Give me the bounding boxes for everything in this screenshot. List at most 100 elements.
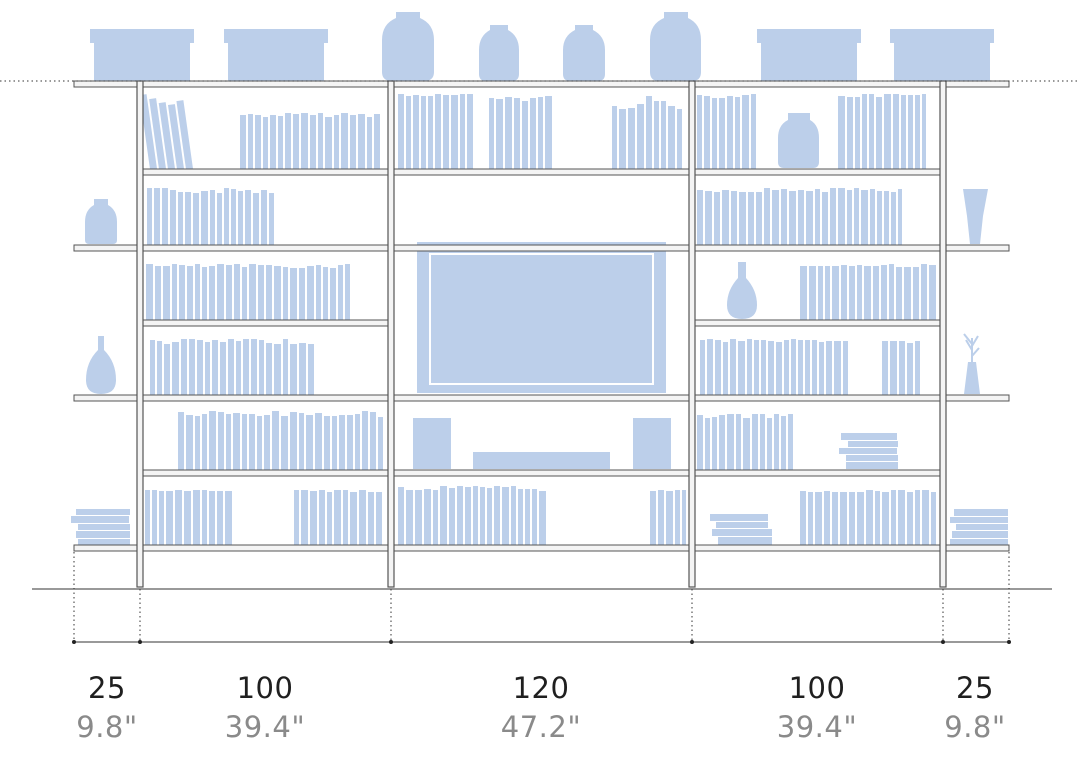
book-icon xyxy=(195,416,200,470)
book-icon xyxy=(480,487,485,545)
books xyxy=(139,94,936,545)
book-icon xyxy=(457,486,463,545)
book-icon xyxy=(179,265,185,320)
book-icon xyxy=(700,340,705,395)
book-icon xyxy=(877,191,882,245)
book-icon xyxy=(838,96,845,169)
book-icon xyxy=(809,266,816,320)
dimension-inches: 47.2" xyxy=(500,710,582,744)
vase-icon xyxy=(382,12,434,81)
book-icon xyxy=(774,414,779,470)
book-icon xyxy=(931,492,936,545)
book-icon xyxy=(162,188,168,245)
book-icon xyxy=(891,192,896,245)
dimension-cm: 100 xyxy=(236,671,294,705)
book-icon xyxy=(217,264,224,320)
book-icon xyxy=(367,117,372,169)
book-icon xyxy=(226,414,231,470)
book-icon xyxy=(355,414,360,470)
book-icon xyxy=(435,94,441,169)
book-icon xyxy=(150,340,155,395)
book-icon xyxy=(847,190,852,245)
book-icon xyxy=(788,414,793,470)
book-icon xyxy=(658,490,664,545)
dimension-label-left-end: 25 9.8" xyxy=(27,674,187,742)
book-icon xyxy=(359,490,366,545)
book-icon xyxy=(185,192,191,245)
book-icon xyxy=(825,266,830,320)
book-icon xyxy=(249,414,255,470)
book-icon xyxy=(324,416,330,470)
book-icon xyxy=(248,114,253,169)
book-icon xyxy=(212,340,218,395)
book-icon xyxy=(378,417,383,470)
dimension-inches: 39.4" xyxy=(776,710,858,744)
shelf-board xyxy=(694,319,942,327)
book-icon xyxy=(258,265,264,320)
book-icon xyxy=(915,95,920,169)
book-icon xyxy=(798,340,803,395)
book-icon xyxy=(145,490,150,545)
book-icon xyxy=(158,102,175,170)
book-icon xyxy=(257,416,262,470)
book-icon xyxy=(310,115,316,169)
book-icon xyxy=(738,341,745,395)
book-icon xyxy=(822,192,828,245)
dimension-cm: 25 xyxy=(956,671,994,705)
book-icon xyxy=(345,264,350,320)
book-icon xyxy=(370,412,376,470)
dimension-cm: 120 xyxy=(512,671,570,705)
book-icon xyxy=(862,94,867,169)
book-icon xyxy=(259,340,264,395)
book-icon xyxy=(266,265,272,320)
book-icon xyxy=(242,414,247,470)
book-icon xyxy=(806,191,813,245)
book-icon xyxy=(299,343,306,395)
frame-post xyxy=(939,80,947,588)
twig-vase-icon xyxy=(963,333,980,394)
book-icon xyxy=(800,491,806,545)
book-icon xyxy=(832,492,838,545)
soundbar-icon xyxy=(473,452,610,469)
book-icon xyxy=(776,342,782,395)
book-icon xyxy=(406,490,413,545)
book-icon xyxy=(274,344,281,395)
book-icon xyxy=(884,94,891,169)
speaker-icon xyxy=(633,418,671,469)
book-icon xyxy=(815,189,820,245)
book-icon xyxy=(705,418,710,470)
shelf-board xyxy=(73,244,1010,252)
book-icon xyxy=(907,492,913,545)
book-icon xyxy=(278,116,283,169)
frame-post xyxy=(688,80,696,588)
book-icon xyxy=(330,268,336,320)
book-icon xyxy=(163,266,170,320)
book-icon xyxy=(202,490,207,545)
book-icon xyxy=(907,343,913,395)
shelf-board xyxy=(73,544,1010,552)
book-icon xyxy=(494,486,500,545)
book-icon xyxy=(251,339,257,395)
book-icon xyxy=(922,94,926,169)
book-icon xyxy=(772,190,779,245)
book-icon xyxy=(834,341,841,395)
book-icon xyxy=(236,341,241,395)
book-icon xyxy=(904,267,911,320)
book-icon xyxy=(415,490,422,545)
book-icon xyxy=(843,341,848,395)
book-icon xyxy=(511,486,516,545)
book-icon xyxy=(186,415,193,470)
book-icon xyxy=(736,414,741,470)
book-icon xyxy=(341,113,348,169)
book-icon xyxy=(269,193,274,245)
book-icon xyxy=(805,340,810,395)
book-icon xyxy=(155,266,161,320)
frame-posts xyxy=(136,80,947,588)
book-icon xyxy=(743,418,750,470)
book-icon xyxy=(398,94,404,169)
book-icon xyxy=(338,265,343,320)
book-icon xyxy=(890,341,897,395)
book-icon xyxy=(263,117,268,169)
book-icon xyxy=(781,416,786,470)
book-icon xyxy=(929,265,936,320)
